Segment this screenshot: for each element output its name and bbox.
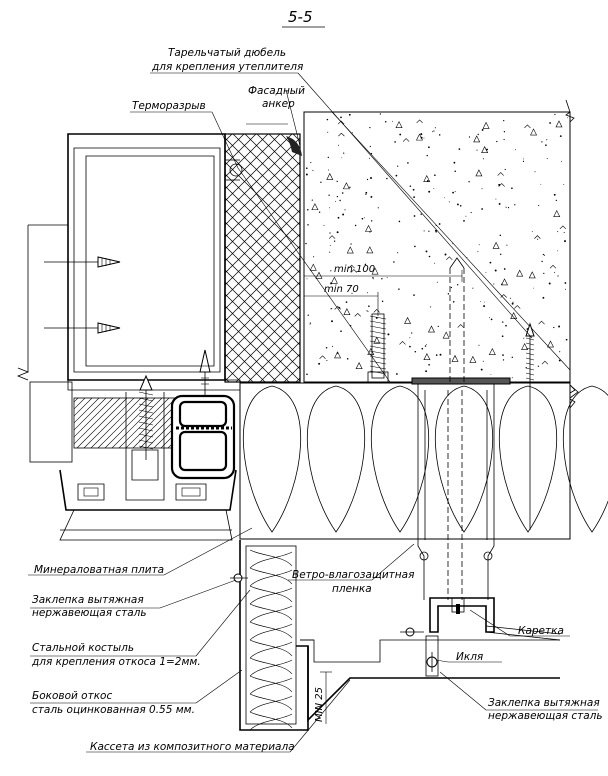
dim-min70: min 70 [324,284,359,295]
label-dowel-1: Тарельчатый дюбель [168,47,286,59]
label-anchor-2: анкер [262,98,295,110]
label-membrane-1: Ветро-влагозащитная [292,569,414,581]
thermal-insulation-layer [224,133,302,383]
sill-screw-icon [138,349,211,460]
label-cassette: Кассета из композитного материала [90,741,295,753]
frame-screw-icon [44,256,121,334]
substructure-profile [400,384,561,677]
dim-min100: min 100 [334,264,375,275]
dimension-min100: min 100 [303,264,463,290]
label-thermal-break: Терморазрыв [132,100,206,112]
label-side-slope-2: сталь оцинкованная 0.55 мм. [32,704,195,716]
concrete-wall [303,99,576,409]
dim-min25: MIN 25 [314,687,325,722]
label-rivet1-2: нержавеющая сталь [32,607,147,619]
composite-cassette [296,639,560,722]
mineral-wool-plate [239,382,608,540]
label-bracket-1: Стальной костыль [32,642,134,654]
dimension-min25: MIN 25 [314,671,332,724]
label-rivet2-1: Заклепка вытяжная [488,697,600,709]
label-rivet2-2: нержавеющая сталь [488,710,603,722]
label-side-slope-1: Боковой откос [32,690,112,702]
label-carriage: Каретка [518,625,564,637]
label-mineral-wool: Минераловатная плита [34,564,164,576]
label-membrane-2: пленка [332,583,372,595]
label-hook: Икля [456,651,483,663]
label-rivet1-1: Заклепка вытяжная [32,594,144,606]
label-anchor-1: Фасадный [248,85,305,97]
window-frame [16,133,243,381]
label-dowel-2: для крепления утеплителя [151,61,303,73]
dimension-min70: min 70 [304,284,379,316]
window-sill-profile [29,349,241,541]
label-bracket-2: для крепления откоса 1=2мм. [31,656,201,668]
section-title: 5-5 [288,8,313,26]
